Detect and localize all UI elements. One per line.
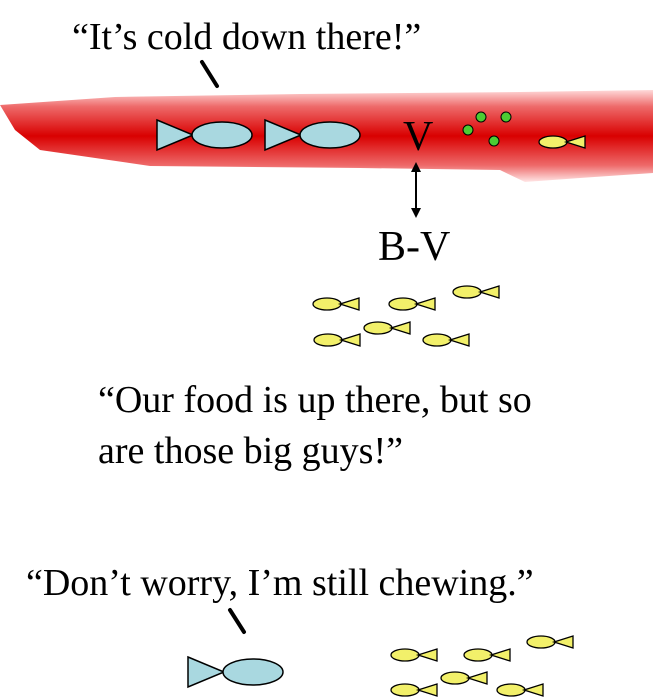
migration-label-bv: B-V <box>378 224 451 270</box>
quote-bottom-pointer <box>228 608 246 634</box>
food-dot <box>488 135 500 147</box>
small-fish <box>390 683 438 697</box>
small-fish <box>313 333 361 347</box>
small-fish <box>526 635 574 649</box>
big-fish <box>156 118 253 152</box>
quote-middle-line2: are those big guys!” <box>98 430 403 472</box>
small-fish <box>312 297 360 311</box>
small-fish <box>422 333 470 347</box>
small-fish <box>388 297 436 311</box>
quote-bottom: “Don’t worry, I’m still chewing.” <box>26 562 534 604</box>
big-fish <box>264 118 361 152</box>
small-fish <box>463 648 511 662</box>
small-fish <box>440 671 488 685</box>
quote-middle-line1: “Our food is up there, but so <box>98 379 532 421</box>
quote-top: “It’s cold down there!” <box>72 16 422 58</box>
small-fish <box>538 135 586 149</box>
small-fish <box>496 683 544 697</box>
migration-arrow <box>411 162 421 218</box>
food-dot <box>500 111 512 123</box>
small-fish <box>390 648 438 662</box>
small-fish <box>452 285 500 299</box>
small-fish <box>363 321 411 335</box>
quote-top-pointer <box>200 60 219 88</box>
food-dot <box>462 124 474 136</box>
big-fish <box>187 655 284 689</box>
food-dot <box>475 111 487 123</box>
layer-label-v: V <box>403 114 434 160</box>
